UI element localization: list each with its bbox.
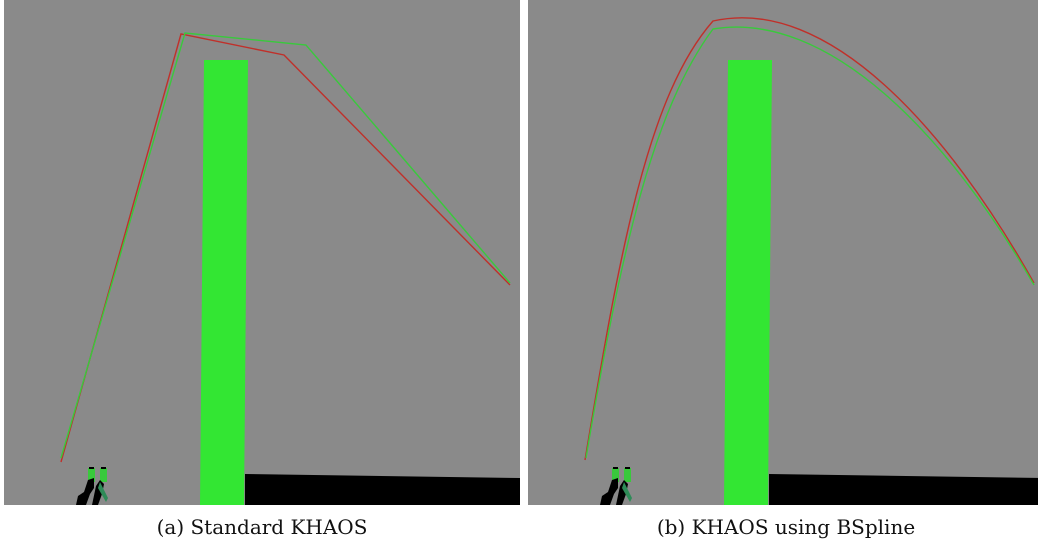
robot-arm-icon [76,467,108,505]
background [528,0,1038,505]
obstacle-pillar [200,60,248,505]
path-green-executed [585,26,1035,459]
floor-block [245,474,520,505]
caption-panel-b: (b) KHAOS using BSpline [656,515,916,539]
path-red-planned [60,33,511,463]
path-red-planned [584,17,1035,461]
caption-panel-a: (a) Standard KHAOS [156,515,368,539]
panel-standard-khaos [4,0,520,505]
background [4,0,520,505]
obstacle-pillar [724,60,772,505]
path-green-executed [60,32,511,459]
robot-arm-icon [600,467,632,505]
panel-khaos-bspline [528,0,1038,505]
floor-block [769,474,1038,505]
scene-standard-khaos [4,0,520,505]
scene-khaos-bspline [528,0,1038,505]
